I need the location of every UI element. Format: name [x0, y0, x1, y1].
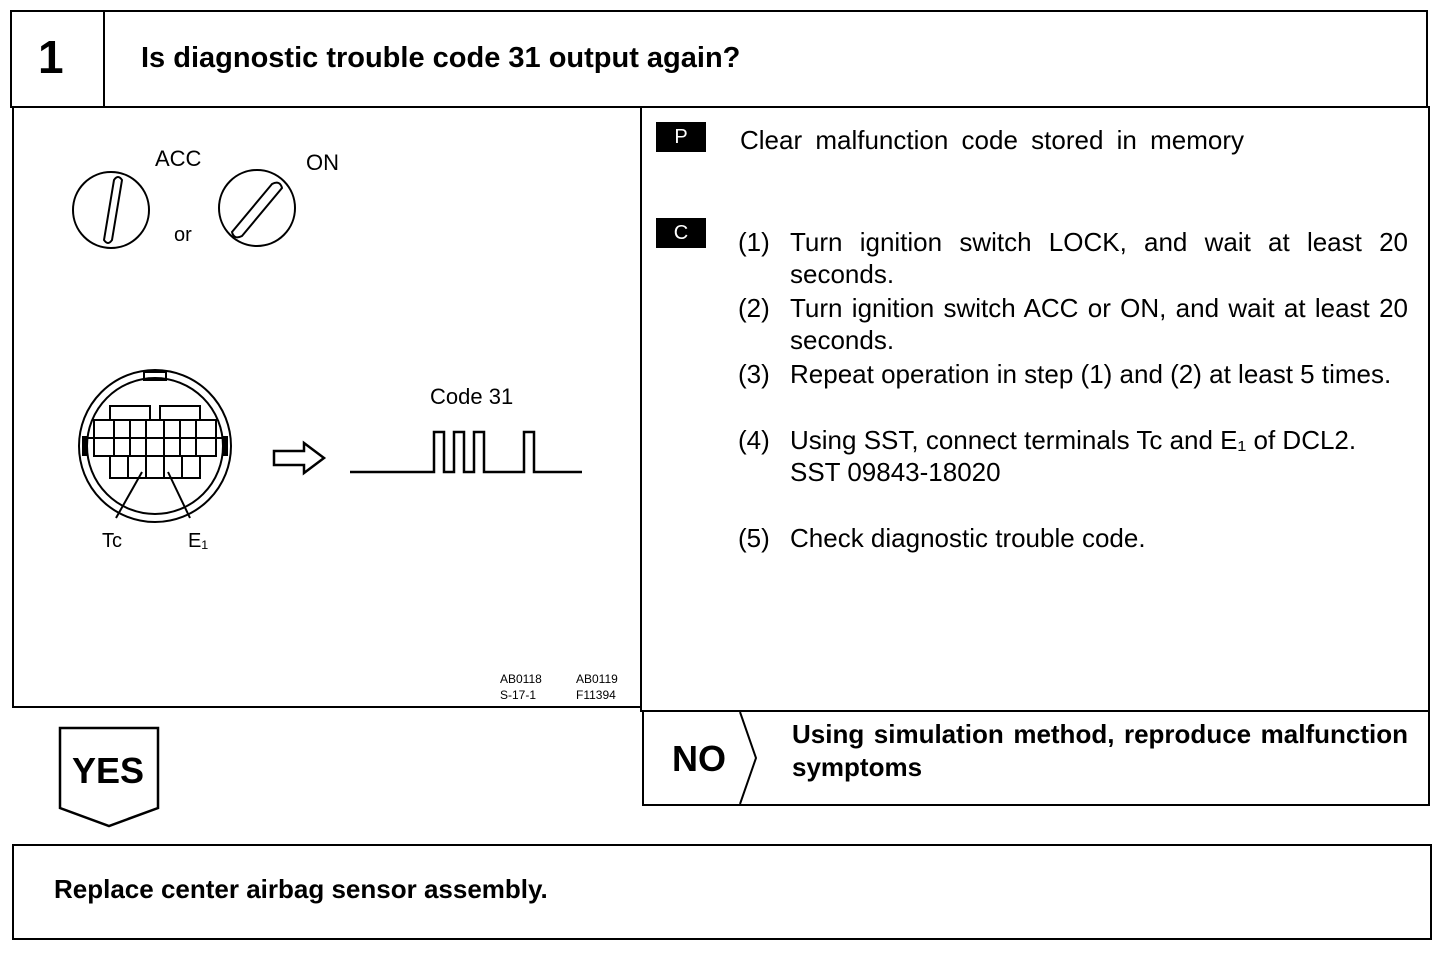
check-step-3-num: (3) [738, 359, 770, 389]
yes-label-shape [58, 726, 160, 828]
figure-ref-2: AB0119 [576, 672, 618, 686]
procedure-box [640, 106, 1430, 712]
code-31-label: Code 31 [430, 384, 514, 409]
check-step-5-num: (5) [738, 523, 770, 553]
dlc-connector-diagram [78, 369, 232, 523]
no-branch-text: Using simulation method, reproduce malfu… [792, 719, 1408, 782]
on-key-circle [218, 169, 296, 247]
result-box [12, 844, 1432, 940]
check-step-2-text: Turn ignition switch ACC or ON, and wait… [790, 293, 1408, 355]
figure-ref-1: AB0118 [500, 672, 542, 686]
step-number: 1 [38, 31, 64, 83]
step-question: Is diagnostic trouble code 31 output aga… [141, 42, 741, 74]
header-divider [103, 10, 105, 108]
check-step-1: (1) Turn ignition switch LOCK, and wait … [738, 226, 1408, 290]
tc-label: Tc [102, 530, 122, 552]
check-step-4-text: Using SST, connect terminals Tc and E₁ o… [790, 425, 1357, 455]
check-step-4-num: (4) [738, 425, 770, 455]
check-step-5-text: Check diagnostic trouble code. [790, 523, 1146, 553]
check-step-3: (3) Repeat operation in step (1) and (2)… [738, 358, 1408, 390]
on-key-slot [230, 181, 284, 239]
acc-key-circle [72, 171, 150, 249]
on-label: ON [306, 150, 339, 175]
e1-label: E₁ [188, 530, 209, 552]
ignition-key-diagram [72, 169, 296, 249]
check-step-5: (5) Check diagnostic trouble code. [738, 522, 1408, 554]
check-step-2-num: (2) [738, 293, 770, 323]
acc-label: ACC [155, 146, 202, 171]
yes-label: YES [72, 750, 145, 791]
no-branch-box [642, 710, 1430, 806]
check-step-1-text: Turn ignition switch LOCK, and wait at l… [790, 227, 1408, 289]
right-arrow-icon [272, 440, 327, 476]
check-step-1-num: (1) [738, 227, 770, 257]
or-label: or [174, 224, 192, 246]
check-step-4-sst: SST 09843-18020 [790, 457, 1001, 487]
figure-ref-4: F11394 [576, 688, 616, 702]
figure-ref-3: S-17-1 [500, 688, 537, 702]
check-step-2: (2) Turn ignition switch ACC or ON, and … [738, 292, 1408, 356]
check-step-3-text: Repeat operation in step (1) and (2) at … [790, 359, 1392, 389]
preparation-text: Clear malfunction code stored in memory [740, 125, 1244, 155]
result-text: Replace center airbag sensor assembly. [54, 874, 548, 904]
preparation-badge: P [656, 122, 706, 152]
no-label: NO [672, 738, 726, 779]
check-step-4: (4) Using SST, connect terminals Tc and … [738, 424, 1408, 488]
no-label-chevron [739, 711, 758, 805]
check-badge: C [656, 218, 706, 248]
code-31-waveform [350, 430, 582, 474]
acc-key-slot [102, 176, 124, 244]
